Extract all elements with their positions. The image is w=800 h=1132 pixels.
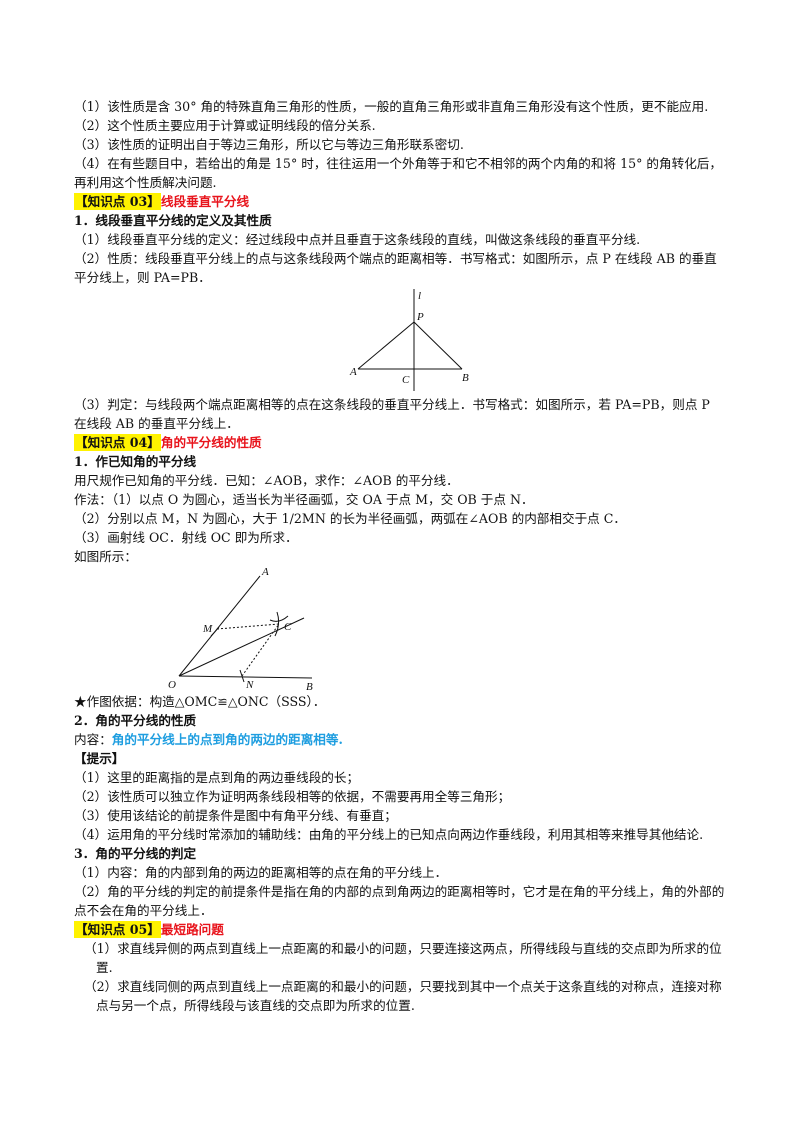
angle-bisector-figure: A M C O N B [74,566,726,692]
kp04-line2: 作法：（1）以点 O 为圆心，适当长为半径画弧，交 OA 于点 M，交 OB 于… [74,492,534,507]
kp04-sub1: 1．作已知角的平分线 [74,454,197,469]
angle-bisector-diagram: A M C O N B [168,566,313,692]
segment-mc [216,623,280,630]
label-l: l [418,290,421,302]
kp04-tag: 【知识点 04】 [74,434,161,451]
section1-item-4: （4）在有些题目中，若给出的角是 15° 时，往往运用一个外角等于和它不相邻的两… [74,156,722,190]
segment-pa [357,321,415,370]
label-b2: B [306,681,313,692]
kp04-line1: 用尺规作已知角的平分线．已知：∠AOB，求作：∠AOB 的平分线． [74,473,459,488]
kp04-line4: （3）画射线 OC．射线 OC 即为所求． [74,530,298,545]
kp03-title: 线段垂直平分线 [160,194,250,209]
arc-at-n [239,669,245,683]
kp04-hint-3: （3）使用该结论的前提条件是图中有角平分线、有垂直； [74,808,397,823]
kp04-title: 角的平分线的性质 [160,435,262,450]
kp04-heading: 【知识点 04】角的平分线的性质 [74,433,726,452]
document-content: （1）该性质是含 30° 角的特殊直角三角形的性质，一般的直角三角形或非直角三角… [74,97,726,1015]
kp04-judge-2: （2）角的平分线的判定的前提条件是指在角的内部的点到角两边的距离相等时，它才是在… [74,884,725,918]
kp05-item-2: （2）求直线同侧的两点到直线上一点距离的和最小的问题，只要找到其中一个点关于这条… [84,979,722,1013]
kp03-definition: （1）线段垂直平分线的定义：经过线段中点并且垂直于这条线段的直线，叫做这条线段的… [74,232,641,247]
label-o: O [168,679,176,691]
kp04-line3: （2）分别以点 M，N 为圆心，大于 1/2MN 的长为半径画弧，两弧在∠AOB… [74,511,626,526]
label-p: P [416,311,424,323]
kp04-line5: 如图所示： [74,549,137,564]
kp04-hint-4: （4）运用角的平分线时常添加的辅助线：由角的平分线上的已知点向两边作垂线段，利用… [74,827,704,842]
section1-item-3: （3）该性质的证明出自于等边三角形，所以它与等边三角形联系密切. [74,137,464,152]
kp04-basis: ★作图依据：构造△OMC≌△ONC（SSS）． [74,694,326,709]
section1-item-2: （2）这个性质主要应用于计算或证明线段的倍分关系. [74,118,376,133]
kp03-property: （2）性质：线段垂直平分线上的点与这条线段两个端点的距离相等．书写格式：如图所示… [74,251,717,285]
section1-item-1: （1）该性质是含 30° 角的特殊直角三角形的性质，一般的直角三角形或非直角三角… [74,99,709,114]
kp04-hint-2: （2）该性质可以独立作为证明两条线段相等的依据，不需要再用全等三角形； [74,789,511,804]
kp04-judge-1: （1）内容：角的内部到角的两边的距离相等的点在角的平分线上． [74,865,448,880]
arc-from-n [274,611,280,637]
label-a2: A [261,566,269,578]
segment-pb [413,321,463,370]
label-c: C [402,374,410,386]
kp05-title: 最短路问题 [160,922,224,937]
kp04-content-label: 内容： [74,732,112,747]
label-m: M [202,623,213,635]
ray-ob [178,675,313,679]
kp03-heading: 【知识点 03】线段垂直平分线 [74,192,726,211]
kp04-content: 内容：角的平分线上的点到角的两边的距离相等. [74,730,726,749]
kp05-item-1: （1）求直线异侧的两点到直线上一点距离的和最小的问题，只要连接这两点，所得线段与… [84,941,722,975]
kp04-content-text: 角的平分线上的点到角的两边的距离相等. [111,732,343,747]
arc-at-m [210,626,220,637]
kp05-heading: 【知识点 05】最短路问题 [74,920,726,939]
kp03-tag: 【知识点 03】 [74,193,161,210]
kp04-hint-label: 【提示】 [74,751,125,766]
segment-nc [241,623,280,677]
label-c2: C [284,621,292,633]
kp03-judgement: （3）判定：与线段两个端点距离相等的点在这条线段的垂直平分线上．书写格式：如图所… [74,397,710,431]
label-n: N [245,679,254,691]
ray-oc [178,617,305,677]
kp04-sub3: 3．角的平分线的判定 [74,846,197,861]
kp04-sub2: 2．角的平分线的性质 [74,713,197,728]
kp05-tag: 【知识点 05】 [74,921,161,938]
label-a: A [349,366,357,378]
label-b: B [462,372,469,384]
perpendicular-bisector-figure: l P A C B [74,287,726,395]
perpendicular-bisector-diagram: l P A C B [349,289,469,391]
ray-oa [178,575,261,677]
kp04-hint-1: （1）这里的距离指的是点到角的两边垂线段的长； [74,770,360,785]
kp03-subheading: 1．线段垂直平分线的定义及其性质 [74,213,272,228]
